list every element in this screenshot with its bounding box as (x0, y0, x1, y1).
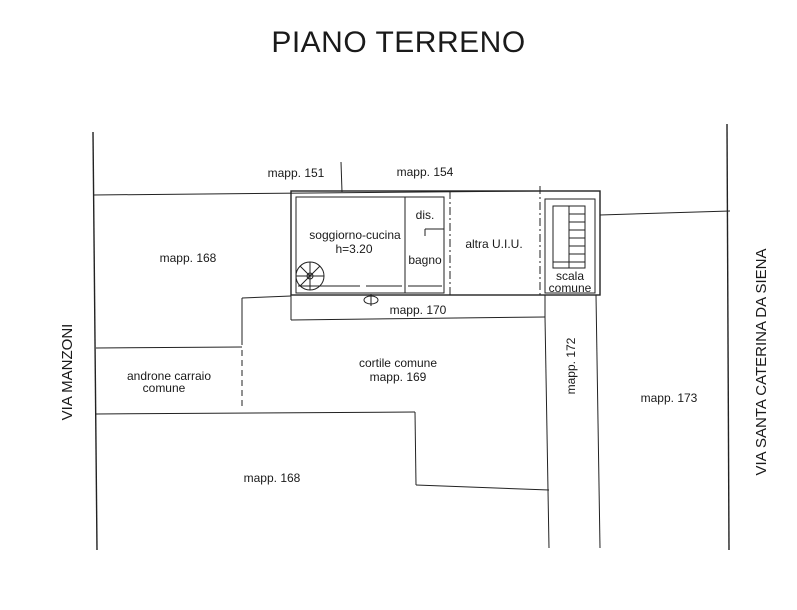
parcel-151-label: mapp. 151 (268, 166, 325, 180)
bathroom-label: bagno (408, 253, 442, 267)
building-outline (290, 190, 601, 296)
strip-line-left (241, 295, 292, 299)
courtyard-step-vertical (414, 411, 417, 486)
living-kitchen-label: soggiorno-cucina (309, 228, 401, 242)
stair-label-line2: comune (549, 281, 592, 295)
common-stair-box (544, 198, 596, 294)
page-title: PIANO TERRENO (271, 26, 526, 59)
courtyard-label-line2: mapp. 169 (370, 370, 427, 384)
strip-170-bottom (290, 316, 546, 321)
passage-label-line2: comune (143, 381, 186, 395)
parcel-170-label: mapp. 170 (390, 303, 447, 317)
strip-172-right (595, 294, 601, 549)
right-street-boundary (726, 123, 730, 551)
apartment-wall (295, 196, 445, 294)
stair-steps-icon (552, 205, 586, 269)
passage-label-line1: androne carraio (127, 369, 211, 383)
parcel-173-label: mapp. 173 (641, 391, 698, 405)
parcel-172-label: mapp. 172 (564, 337, 578, 394)
parcel-154-label: mapp. 154 (397, 165, 454, 179)
passage-bottom-line (95, 411, 416, 415)
street-right-label: VIA SANTA CATERINA DA SIENA (753, 248, 770, 475)
strip-172-left (544, 316, 550, 549)
entrance-marker-icon (363, 294, 379, 306)
room-height-label: h=3.20 (335, 242, 372, 256)
stair-label-line1: scala (556, 269, 584, 283)
street-left-label: VIA MANZONI (59, 324, 76, 421)
parcel-168-bottom-label: mapp. 168 (244, 471, 301, 485)
passage-top-line (95, 346, 243, 349)
courtyard-label-line1: cortile comune (359, 356, 437, 370)
other-unit-label: altra U.I.U. (465, 237, 522, 251)
parcel-168-top-label: mapp. 168 (160, 251, 217, 265)
spiral-stair-icon (295, 261, 325, 291)
left-street-boundary (92, 131, 98, 551)
dis-label: dis. (416, 208, 435, 222)
parcel-divider-151-154 (340, 161, 343, 193)
courtyard-bottom-line (415, 484, 550, 491)
parcel-line-173-top (599, 210, 731, 216)
